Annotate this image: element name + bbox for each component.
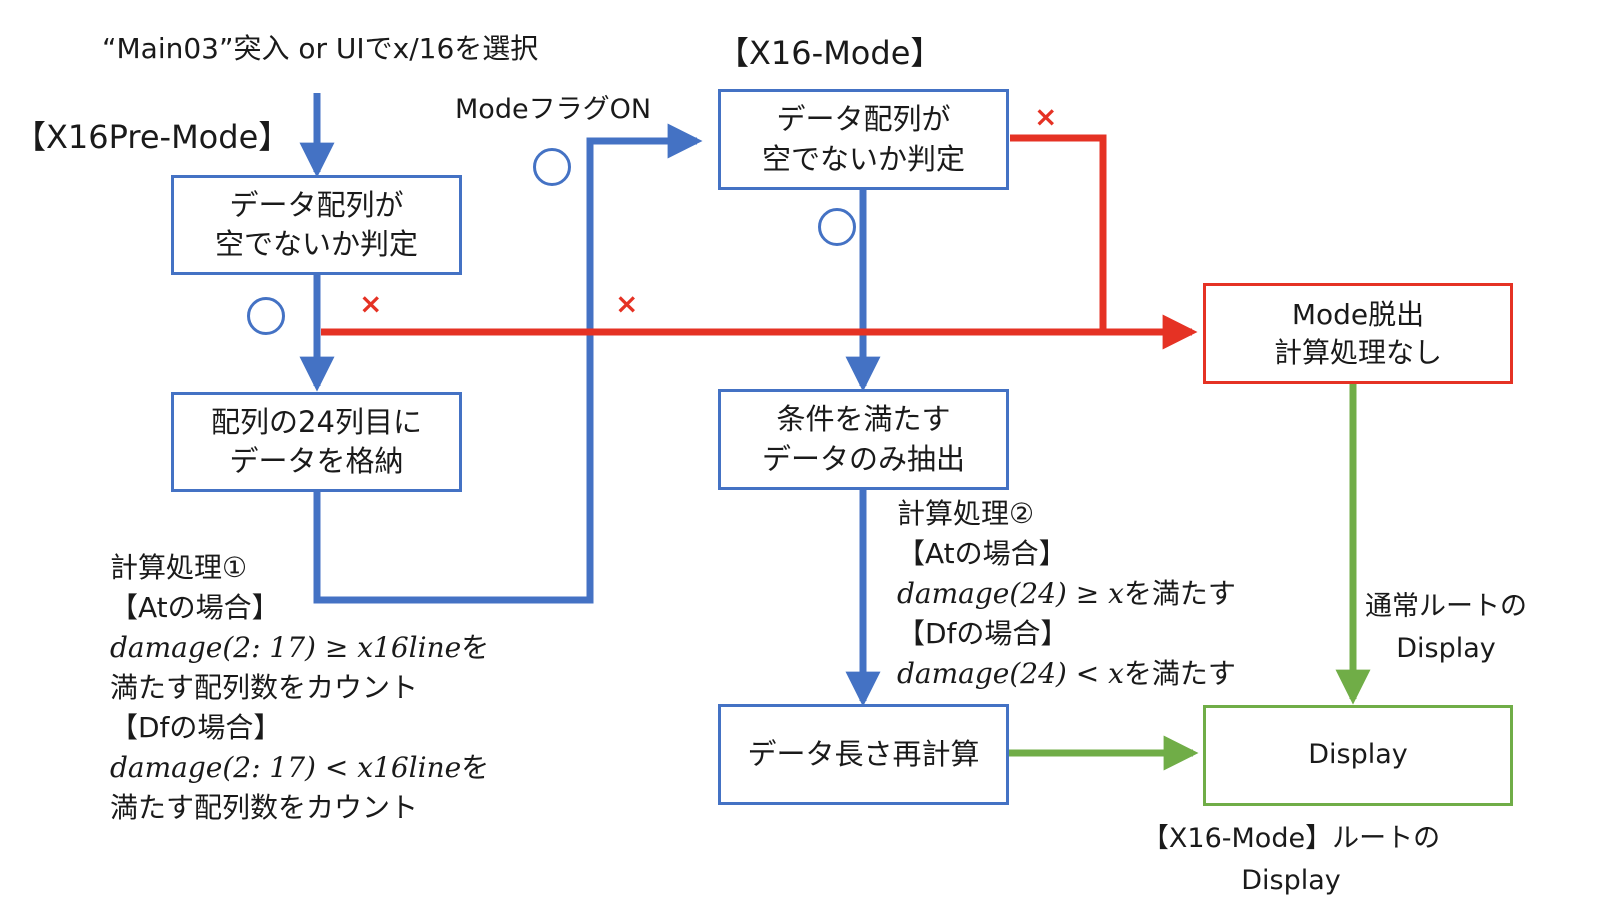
calc1-at-tail: 満たす配列数をカウント — [110, 671, 419, 704]
mode-check-box: データ配列が 空でないか判定 — [718, 89, 1009, 190]
route-line: Display — [1396, 633, 1496, 664]
recalc-box: データ長さ再計算 — [718, 704, 1009, 805]
display-box: Display — [1203, 705, 1513, 806]
calc2-title: 計算処理② — [897, 497, 1035, 530]
box-line: データを格納 — [229, 444, 404, 478]
calc1-df-tail: 満たす配列数をカウント — [110, 791, 419, 824]
store-col24-box: 配列の24列目に データを格納 — [171, 392, 462, 492]
entry-label: “Main03”突入 or UIでx/16を選択 — [102, 32, 539, 65]
route-line: Display — [1241, 865, 1341, 896]
no-mark-mode-check: × — [1034, 100, 1058, 133]
normal-route-label: 通常ルートの Display — [1365, 586, 1527, 670]
calc1-at-heading: 【Atの場合】 — [110, 591, 280, 624]
calc2-at-formula: damage(24) ≥ x — [897, 577, 1124, 610]
yes-mark-pre-check — [247, 297, 285, 335]
box-line: Display — [1308, 739, 1408, 771]
box-line: 条件を満たす — [776, 402, 951, 437]
no-mark-middle: × — [615, 287, 639, 320]
box-line: データ配列が — [776, 102, 951, 137]
calc1-at-formula: damage(2: 17) ≥ x16line — [110, 631, 462, 664]
pre-mode-heading: 【X16Pre-Mode】 — [14, 118, 291, 156]
mode-flag-label: ModeフラグON — [455, 94, 652, 125]
calc2-at-suffix: を満たす — [1123, 577, 1236, 610]
box-line: データのみ抽出 — [761, 441, 965, 476]
calc1-title: 計算処理① — [110, 551, 248, 584]
pre-check-box: データ配列が 空でないか判定 — [171, 175, 462, 275]
route-line: 通常ルートの — [1365, 591, 1527, 622]
box-line: 空でないか判定 — [214, 227, 418, 261]
mode-heading: 【X16-Mode】 — [717, 34, 943, 72]
calc2-at-heading: 【Atの場合】 — [897, 537, 1067, 570]
calc2-df-heading: 【Dfの場合】 — [897, 617, 1069, 650]
route-line: 【X16-Mode】ルートの — [1141, 823, 1441, 854]
calc2-df-suffix: を満たす — [1123, 657, 1236, 690]
yes-mark-mode-check — [818, 208, 856, 246]
calc1-df-condition: damage(2: 17) < x16lineを — [110, 748, 489, 788]
extract-box: 条件を満たす データのみ抽出 — [718, 389, 1009, 490]
yes-mark-flag — [533, 148, 571, 186]
arrow-flag-on-to-mode-check — [313, 123, 703, 604]
x16-route-label: 【X16-Mode】ルートの Display — [1126, 818, 1456, 902]
calc1-df-formula: damage(2: 17) < x16line — [110, 751, 462, 784]
calc2-df-condition: damage(24) < xを満たす — [897, 654, 1236, 694]
exit-box: Mode脱出 計算処理なし — [1203, 283, 1513, 384]
calc1-df-suffix: を — [461, 751, 490, 784]
box-line: 配列の24列目に — [211, 404, 422, 439]
calc2-df-formula: damage(24) < x — [897, 657, 1124, 690]
box-line: 計算処理なし — [1273, 335, 1442, 369]
box-line: データ配列が — [229, 187, 404, 222]
calc2-at-condition: damage(24) ≥ xを満たす — [897, 574, 1236, 614]
no-mark-pre-check: × — [359, 287, 383, 320]
box-line: Mode脱出 — [1291, 297, 1425, 331]
calc1-df-heading: 【Dfの場合】 — [110, 711, 282, 744]
arrow-mode-check-no — [1010, 134, 1107, 332]
calc2-note: 計算処理② 【Atの場合】 damage(24) ≥ xを満たす 【Dfの場合】… — [897, 494, 1236, 694]
box-line: 空でないか判定 — [761, 141, 965, 176]
calc1-at-condition: damage(2: 17) ≥ x16lineを — [110, 628, 489, 668]
box-line: データ長さ再計算 — [747, 736, 980, 771]
calc1-at-suffix: を — [461, 631, 490, 664]
calc1-note: 計算処理① 【Atの場合】 damage(2: 17) ≥ x16lineを 満… — [110, 548, 489, 828]
